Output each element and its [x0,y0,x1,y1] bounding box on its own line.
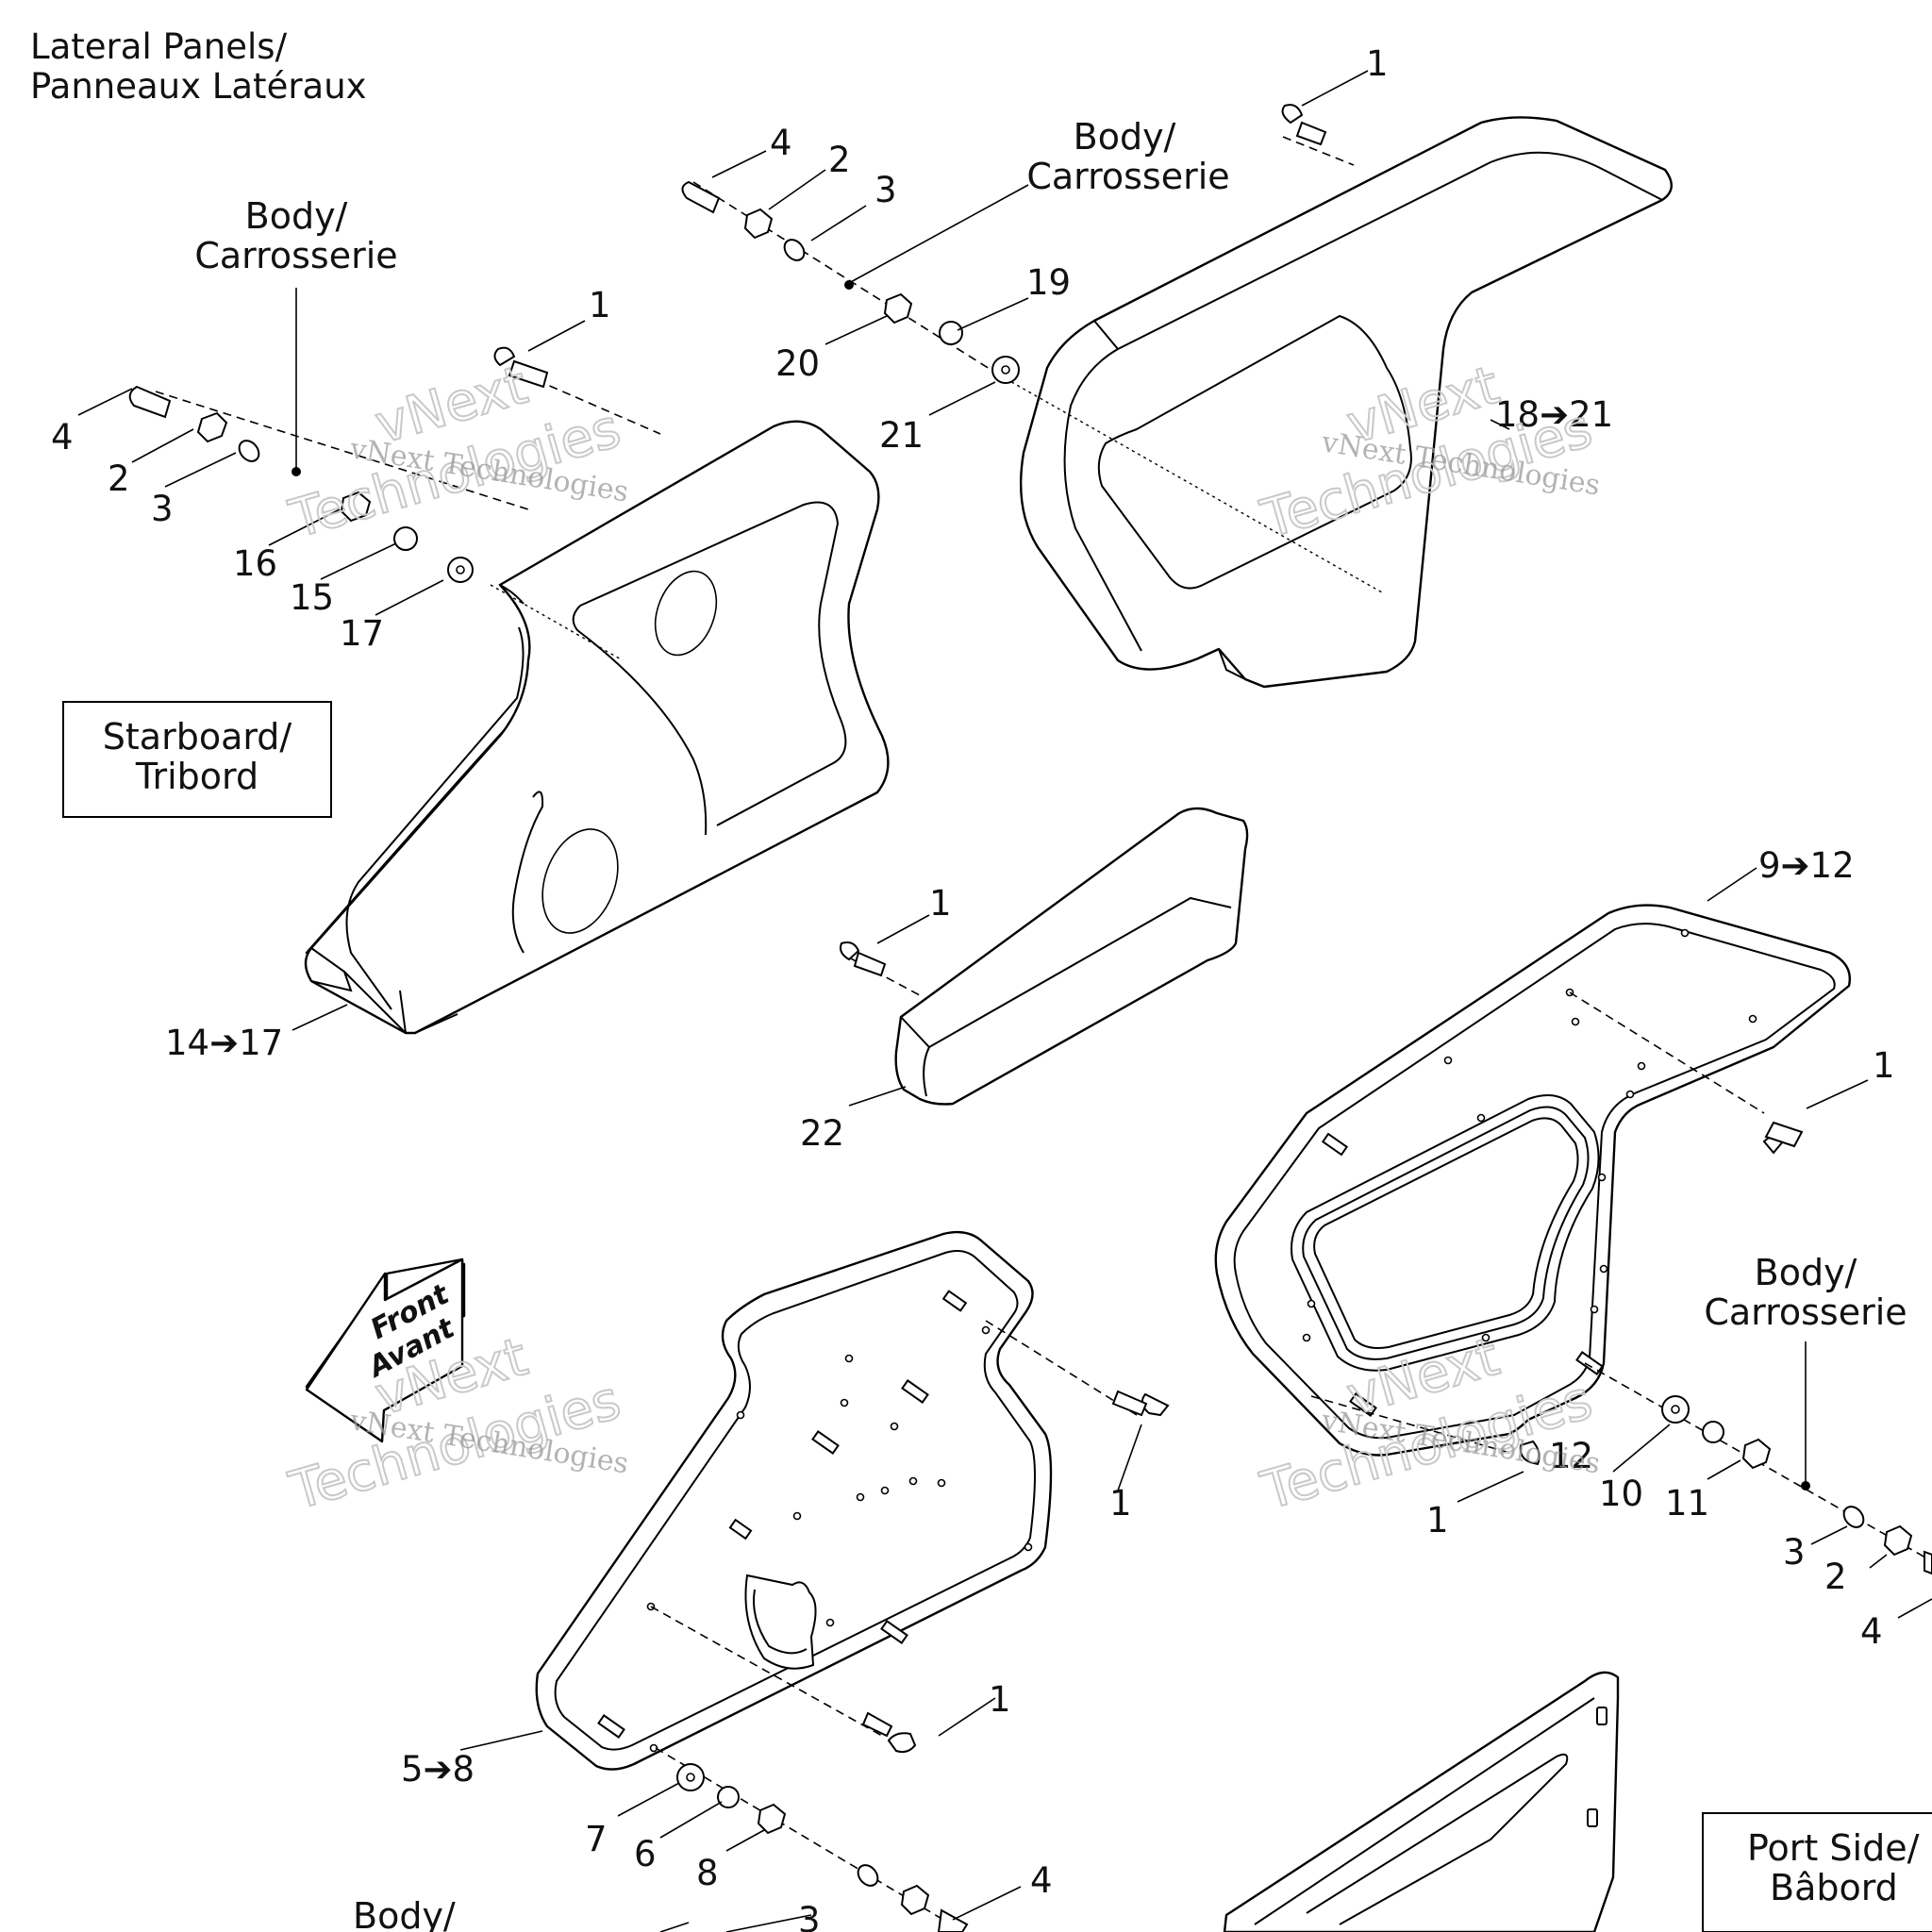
starboard-box [62,701,332,818]
hardware-bolts [840,941,1804,1754]
callout-4: 4 [51,417,74,458]
callout-19: 19 [1026,262,1071,303]
title-line-2: Panneaux Latéraux [30,66,367,107]
callout-1: 1 [929,883,952,924]
callout-4: 4 [770,123,792,163]
callout-range-18-21: 18➔21 [1495,394,1613,435]
callout-6: 6 [634,1834,657,1874]
body-attach-point [291,467,301,476]
body-ref-top-2: Carrosserie [1026,156,1229,197]
callout-20: 20 [775,343,820,384]
callout-4: 4 [1860,1611,1883,1652]
body-ref-left-1: Body/ [245,195,348,237]
leader-lines [77,70,1932,1932]
callout-3: 3 [1783,1532,1806,1573]
port-side-box [1702,1812,1932,1932]
callout-1: 1 [1109,1483,1132,1524]
starboard-label-1: Starboard/ [103,716,292,758]
callout-1: 1 [1366,43,1389,84]
callout-11: 11 [1665,1483,1709,1524]
callout-12: 12 [1549,1436,1593,1476]
hardware-top-middle [681,104,1327,384]
callouts: 1 4 2 3 19 20 21 18➔21 1 4 2 3 16 15 17 … [51,43,1895,1932]
callout-2: 2 [828,140,851,180]
title-line-1: Lateral Panels/ [30,26,288,67]
front-direction-arrow: Front Avant [305,1257,466,1443]
callout-22: 22 [800,1113,844,1154]
callout-10: 10 [1599,1474,1643,1514]
callout-1: 1 [989,1679,1011,1720]
port-label-2: Bâbord [1770,1867,1898,1908]
starboard-upper-panel [304,420,890,1035]
port-upper-panel [1214,904,1851,1457]
starboard-label-2: Tribord [135,756,258,797]
callout-range-14-17: 14➔17 [165,1023,283,1063]
callout-17: 17 [340,613,384,654]
hardware-upper-left [128,346,549,583]
port-label-1: Port Side/ [1747,1827,1920,1869]
callout-16: 16 [233,543,277,584]
starboard-lower-panel [535,1230,1053,1771]
body-ref-left-2: Carrosserie [194,235,397,276]
body-ref-top-1: Body/ [1074,116,1176,158]
port-lower-trim-piece [1223,1671,1620,1932]
callout-3: 3 [151,489,174,529]
callout-range-5-8: 5➔8 [401,1749,475,1790]
body-ref-bottom-1: Body/ [353,1895,456,1932]
watermark-top-left: vNext Technologies vNext Technologies [282,354,631,552]
callout-1: 1 [1426,1500,1449,1541]
callout-2: 2 [1824,1557,1847,1597]
lower-trim-piece [894,807,1249,1106]
body-ref-right-1: Body/ [1755,1252,1857,1293]
body-attach-point [1801,1481,1810,1491]
callout-range-9-12: 9➔12 [1758,845,1855,886]
callout-7: 7 [585,1819,608,1859]
callout-4: 4 [1030,1860,1053,1901]
callout-1: 1 [589,285,611,325]
callout-3: 3 [798,1900,821,1932]
callout-1: 1 [1873,1045,1895,1086]
starboard-rear-upper-panel [1019,116,1673,689]
callout-15: 15 [290,577,334,618]
callout-2: 2 [108,458,130,499]
callout-3: 3 [874,170,897,210]
callout-21: 21 [879,415,924,456]
hardware-lower-stacks [676,1395,1932,1932]
callout-8: 8 [696,1853,719,1893]
body-ref-right-2: Carrosserie [1704,1291,1907,1333]
